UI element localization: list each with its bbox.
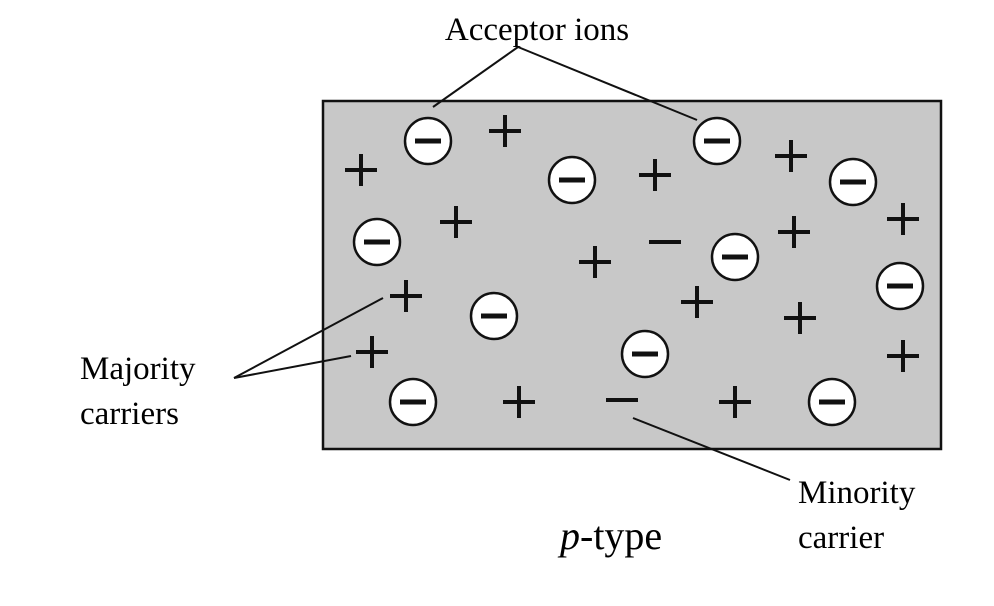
hole-plus-vertical — [792, 216, 796, 248]
acceptor-ion-minus-sign — [840, 179, 866, 185]
acceptor-ion-minus-sign — [722, 254, 748, 260]
hole-plus — [503, 386, 535, 418]
hole-plus — [775, 140, 807, 172]
hole-plus-vertical — [593, 246, 597, 278]
majority-carriers-label-line2: carriers — [80, 396, 179, 432]
free-electron-minus — [649, 240, 681, 244]
acceptor-ion-minus-sign — [415, 138, 441, 144]
hole-plus-vertical — [503, 115, 507, 147]
hole-plus — [356, 336, 388, 368]
hole-plus-vertical — [901, 340, 905, 372]
acceptor-leader-line-right — [517, 46, 698, 121]
hole-plus — [681, 286, 713, 318]
hole-plus — [778, 216, 810, 248]
p-type-label-italic: p — [557, 513, 580, 558]
majority-leader-line-upper — [233, 297, 384, 379]
p-type-label: p-type — [557, 513, 662, 558]
acceptor-ion — [547, 155, 597, 205]
hole-plus — [579, 246, 611, 278]
hole-plus-vertical — [517, 386, 521, 418]
hole-plus — [784, 302, 816, 334]
acceptor-ion-minus-sign — [559, 177, 585, 183]
hole-plus-vertical — [695, 286, 699, 318]
hole-plus-vertical — [653, 159, 657, 191]
acceptor-leader-line-left — [432, 46, 519, 108]
free-electron-minus — [606, 398, 638, 402]
hole-plus-vertical — [733, 386, 737, 418]
acceptor-ion — [620, 329, 670, 379]
hole-plus — [719, 386, 751, 418]
p-type-label-rest: -type — [580, 513, 662, 558]
minority-leader-line — [632, 417, 791, 481]
leader-lines — [233, 46, 791, 481]
minority-carriers-layer — [606, 240, 681, 402]
hole-plus-vertical — [359, 154, 363, 186]
hole-plus-vertical — [789, 140, 793, 172]
acceptor-ion-minus-sign — [481, 313, 507, 319]
majority-carriers-layer — [345, 115, 919, 418]
acceptor-ion — [469, 291, 519, 341]
hole-plus — [440, 206, 472, 238]
acceptor-ion — [875, 261, 925, 311]
hole-plus-vertical — [404, 280, 408, 312]
acceptor-ion — [352, 217, 402, 267]
minority-carrier-label-line1: Minority — [798, 475, 916, 511]
acceptor-ion-minus-sign — [632, 351, 658, 357]
hole-plus-vertical — [454, 206, 458, 238]
hole-plus — [887, 340, 919, 372]
hole-plus-vertical — [370, 336, 374, 368]
acceptor-ions-label: Acceptor ions — [445, 12, 629, 48]
hole-plus — [639, 159, 671, 191]
majority-carriers-label-line1: Majority — [80, 351, 196, 387]
acceptor-ions-layer — [352, 116, 925, 427]
acceptor-ion-minus-sign — [400, 399, 426, 405]
hole-plus — [390, 280, 422, 312]
hole-plus-vertical — [798, 302, 802, 334]
acceptor-ion — [710, 232, 760, 282]
hole-plus — [345, 154, 377, 186]
acceptor-ion — [828, 157, 878, 207]
acceptor-ion — [692, 116, 742, 166]
hole-plus-vertical — [901, 203, 905, 235]
acceptor-ion — [807, 377, 857, 427]
hole-plus — [489, 115, 521, 147]
hole-plus — [887, 203, 919, 235]
minority-carrier-label-line2: carrier — [798, 520, 884, 556]
acceptor-ion-minus-sign — [364, 239, 390, 245]
acceptor-ion-minus-sign — [887, 283, 913, 289]
acceptor-ion-minus-sign — [819, 399, 845, 405]
acceptor-ion-minus-sign — [704, 138, 730, 144]
acceptor-ion — [388, 377, 438, 427]
majority-leader-line-lower — [233, 355, 352, 379]
acceptor-ion — [403, 116, 453, 166]
